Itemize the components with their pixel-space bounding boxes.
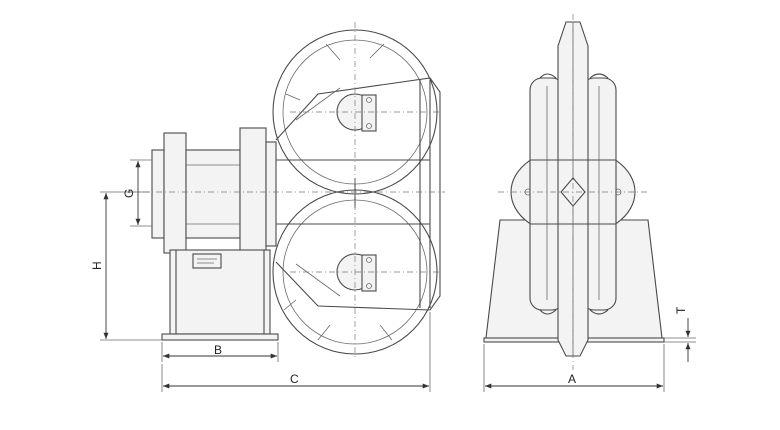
drum-end-plate-right [239, 127, 267, 255]
dimensions: B C A H G T [90, 159, 696, 392]
sheave-frame [275, 77, 441, 311]
side-view [130, 22, 445, 360]
dimension-t-label: T [674, 306, 688, 314]
base-plate [161, 333, 279, 341]
dimension-g-label: G [122, 189, 136, 198]
upper-bearing-block [361, 94, 377, 132]
lower-bearing-block [361, 254, 377, 292]
front-view [483, 14, 665, 370]
dimension-h-label: H [90, 261, 104, 270]
name-plate [192, 253, 222, 269]
dimension-b-label: B [214, 343, 222, 357]
motor-flange [151, 149, 165, 239]
drum-end-plate-left [163, 132, 187, 254]
bearing-plate [265, 141, 277, 247]
dimension-c-label: C [290, 372, 299, 386]
drum-body [185, 149, 241, 239]
dimension-a-label: A [568, 372, 576, 386]
